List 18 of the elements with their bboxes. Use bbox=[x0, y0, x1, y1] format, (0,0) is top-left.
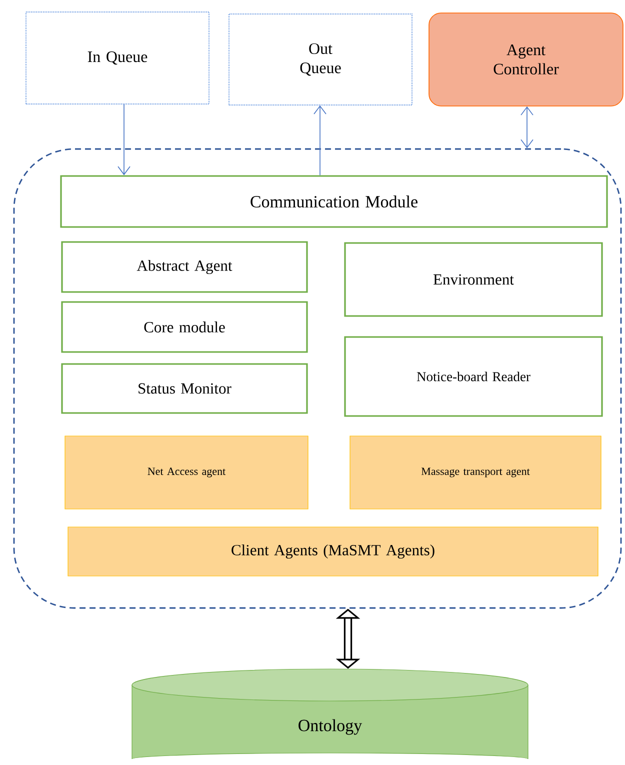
controller-box: Agent Controller bbox=[428, 12, 624, 106]
container-box bbox=[13, 148, 622, 609]
module-box: Notice-board Reader bbox=[344, 336, 603, 417]
agent-box: Client Agents (MaSMT Agents) bbox=[68, 526, 598, 576]
module-box: Environment bbox=[344, 242, 603, 317]
arrow bbox=[520, 106, 534, 148]
database-cylinder: Ontology bbox=[132, 668, 528, 760]
arrow bbox=[118, 104, 130, 176]
module-box: Abstract Agent bbox=[61, 241, 308, 293]
module-box: Status Monitor bbox=[61, 363, 308, 414]
arrow bbox=[314, 105, 326, 176]
module-box: Core module bbox=[61, 301, 308, 353]
block-arrow bbox=[336, 608, 360, 669]
agent-box: Net Access agent bbox=[64, 436, 308, 510]
queue-box: Out Queue bbox=[228, 14, 412, 106]
queue-box: In Queue bbox=[26, 12, 210, 104]
module-box: Communication Module bbox=[60, 175, 608, 228]
agent-box: Massage transport agent bbox=[350, 436, 602, 510]
